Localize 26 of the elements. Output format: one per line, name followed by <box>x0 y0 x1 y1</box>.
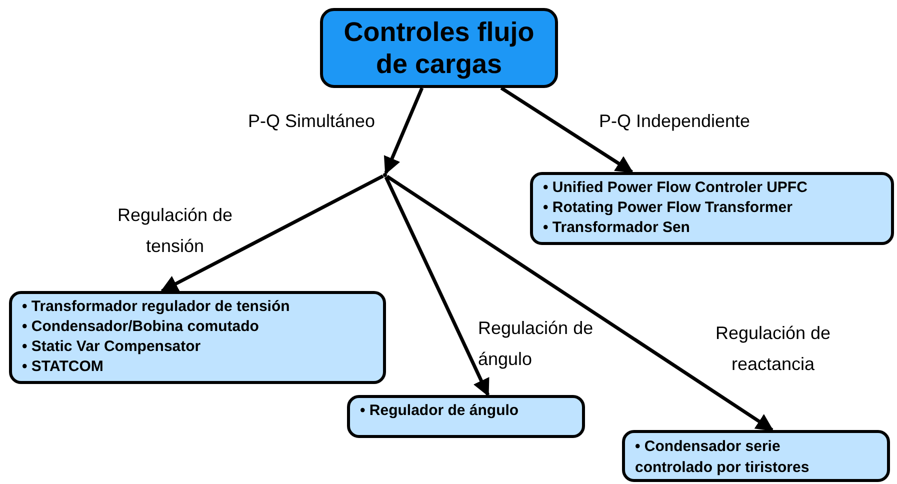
list-item: • Condensador/Bobina comutado <box>22 317 260 337</box>
arrow <box>160 174 384 293</box>
list-item: • Condensador serie controlado por tiristores <box>635 437 810 478</box>
edge-label: P-Q Independiente <box>598 110 752 133</box>
list-box <box>530 172 894 245</box>
edge-label: Regulación de tensión <box>116 204 234 258</box>
list-box <box>347 395 585 438</box>
title-box <box>320 8 558 88</box>
list-box <box>9 291 386 384</box>
arrow <box>386 174 774 432</box>
list-item: • Transformador Sen <box>543 218 691 238</box>
list-item: • Unified Power Flow Controler UPFC <box>543 178 808 198</box>
arrow <box>384 87 424 175</box>
edge-label: P-Q Simultáneo <box>246 110 375 133</box>
junction-point <box>383 173 387 177</box>
arrow <box>500 86 634 174</box>
list-item: • Transformador regulador de tensión <box>22 297 291 317</box>
edge-label: Regulación de ángulo <box>478 317 594 371</box>
list-item: • Regulador de ángulo <box>360 401 520 421</box>
list-box <box>622 430 890 482</box>
list-item: • Static Var Compensator <box>22 337 202 357</box>
title-text: Controles flujo de cargas <box>342 16 536 80</box>
arrow <box>384 176 490 397</box>
edge-label: Regulación de reactancia <box>714 322 832 376</box>
list-item: • Rotating Power Flow Transformer <box>543 198 794 218</box>
list-item: • STATCOM <box>22 357 104 377</box>
